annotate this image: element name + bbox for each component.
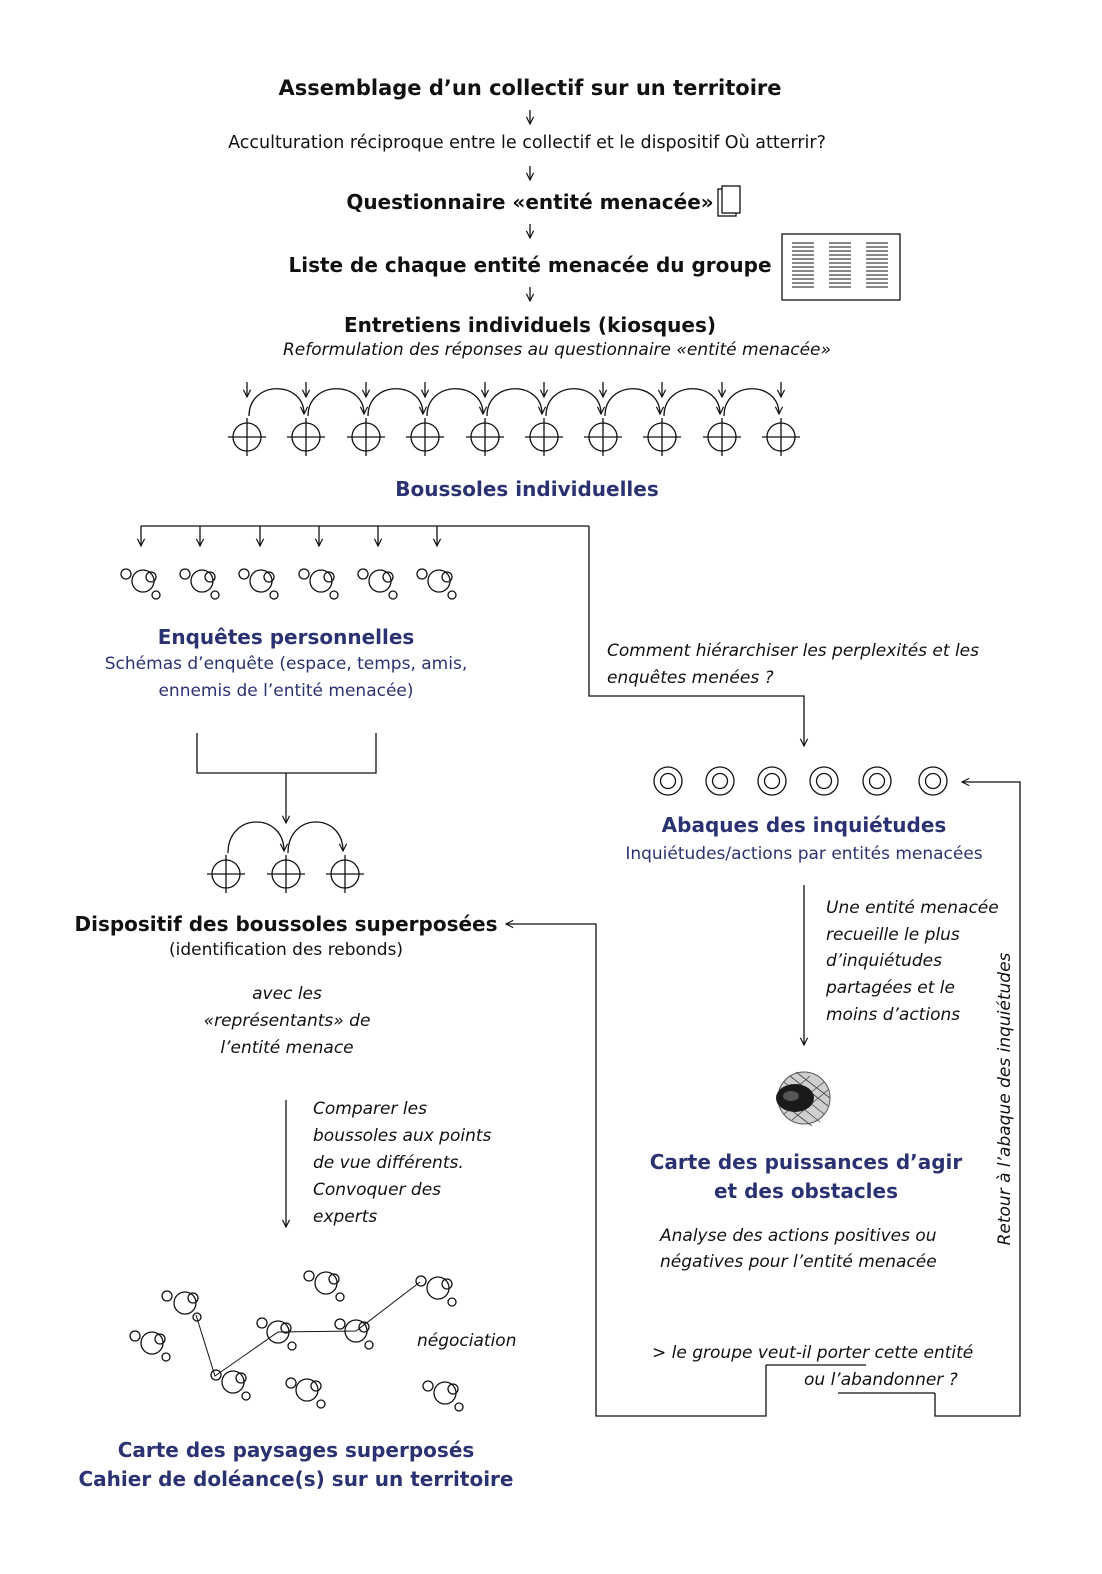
bubble-cluster-icon [238, 568, 279, 600]
carte-puissances-title: Carte des puissances d’agir [649, 1150, 963, 1174]
compass-icon [347, 382, 385, 456]
dispositif-title: Dispositif des boussoles superposées [74, 912, 498, 936]
enquetes-title: Enquêtes personnelles [157, 625, 415, 649]
compass-icon [406, 382, 444, 456]
bubble-cluster-icon [120, 568, 161, 600]
step-assemblage: Assemblage d’un collectif sur un territo… [278, 76, 782, 100]
bubble-cluster-icon [210, 1369, 251, 1401]
compass-icon [762, 382, 800, 456]
dispositif-sub: (identification des rebonds) [168, 940, 404, 960]
bubble-cluster-icon [179, 568, 220, 600]
list-sheet-icon [781, 233, 901, 301]
compass-icon [207, 855, 245, 893]
comparer-line: Convoquer des [313, 1180, 442, 1200]
question-line: ou l’abandonner ? [804, 1370, 958, 1390]
step-reformulation: Reformulation des réponses au questionna… [282, 340, 832, 360]
abaques-targets [653, 766, 948, 796]
compass-icon [466, 382, 504, 456]
retour-vertical-label: Retour à l’abaque des inquiétudes [995, 952, 1015, 1246]
une-entite-line: partagées et le [826, 978, 955, 998]
avec-line: avec les [252, 984, 322, 1004]
une-entite-line: recueille le plus [826, 925, 960, 945]
superposed-compasses [207, 821, 364, 893]
comment-line: enquêtes menées ? [607, 668, 774, 688]
landscape-map [129, 1270, 464, 1412]
bubble-cluster-icon [334, 1318, 374, 1350]
power-map-scribble-icon [776, 1071, 831, 1127]
bubble-cluster-icon [422, 1380, 464, 1412]
carte-paysages-title: Carte des paysages superposés [117, 1438, 475, 1462]
bubble-cluster-icon [298, 568, 339, 600]
avec-line: «représentants» de [203, 1011, 371, 1031]
une-entite-line: moins d’actions [826, 1005, 961, 1025]
comparer-line: Comparer les [313, 1099, 427, 1119]
bubble-cluster-icon [285, 1377, 326, 1409]
individual-compasses-row [228, 382, 800, 456]
bubble-cluster-icon [161, 1290, 202, 1322]
questionnaire-booklet-icon [717, 185, 741, 217]
carte-paysages-sub: Cahier de doléance(s) sur un territoire [78, 1467, 514, 1491]
target-icon [757, 766, 787, 796]
retour-loop-connector [934, 782, 1021, 1417]
compass-icon [287, 382, 325, 456]
bubble-cluster-icon [416, 568, 457, 600]
negociation-label: négociation [417, 1331, 517, 1351]
enquetes-sub-line: Schémas d’enquête (espace, temps, amis, [104, 654, 468, 674]
target-icon [653, 766, 683, 796]
step-liste: Liste de chaque entité menacée du groupe [288, 253, 772, 277]
comment-line: Comment hiérarchiser les perplexités et … [607, 641, 979, 661]
bubble-cluster-icon [129, 1330, 171, 1362]
step-acculturation: Acculturation réciproque entre le collec… [228, 133, 826, 153]
compass-icon [643, 382, 681, 456]
step-boussoles: Boussoles individuelles [395, 477, 659, 501]
compass-icon [584, 382, 622, 456]
compass-icon [703, 382, 741, 456]
step-entretiens: Entretiens individuels (kiosques) [343, 313, 717, 337]
target-icon [862, 766, 892, 796]
enquetes-sub-line: ennemis de l’entité menacée) [158, 681, 414, 701]
bubble-cluster-icon [256, 1317, 297, 1351]
abaques-sub: Inquiétudes/actions par entités menacées [625, 844, 983, 864]
bubble-cluster-icon [303, 1270, 345, 1302]
branch-connector [141, 525, 804, 746]
question-line: > le groupe veut-il porter cette entité [652, 1343, 974, 1363]
analyse-line: Analyse des actions positives ou [660, 1226, 937, 1246]
compass-icon [267, 855, 305, 893]
compass-icon [326, 855, 364, 893]
compass-icon [525, 382, 563, 456]
merge-connector [196, 733, 377, 823]
compass-link-arcs [248, 388, 779, 417]
analyse-line: négatives pour l’entité menacée [660, 1252, 937, 1272]
compass-icon [228, 382, 266, 456]
carte-puissances-sub: et des obstacles [713, 1179, 899, 1203]
target-icon [918, 766, 948, 796]
step-questionnaire: Questionnaire «entité menacée» [346, 190, 714, 214]
bubble-cluster-icon [357, 568, 398, 600]
bubble-cluster-icon [415, 1275, 457, 1307]
comparer-line: de vue différents. [313, 1153, 464, 1173]
abaques-title: Abaques des inquiétudes [661, 813, 947, 837]
investigation-bubbles [120, 568, 457, 600]
une-entite-line: Une entité menacée [826, 898, 999, 918]
comparer-line: boussoles aux points [313, 1126, 492, 1146]
une-entite-line: d’inquiétudes [826, 951, 942, 971]
avec-line: l’entité menace [220, 1038, 354, 1058]
comparer-line: experts [313, 1207, 378, 1227]
porter-loop-connector [506, 924, 767, 1417]
target-icon [705, 766, 735, 796]
target-icon [809, 766, 839, 796]
